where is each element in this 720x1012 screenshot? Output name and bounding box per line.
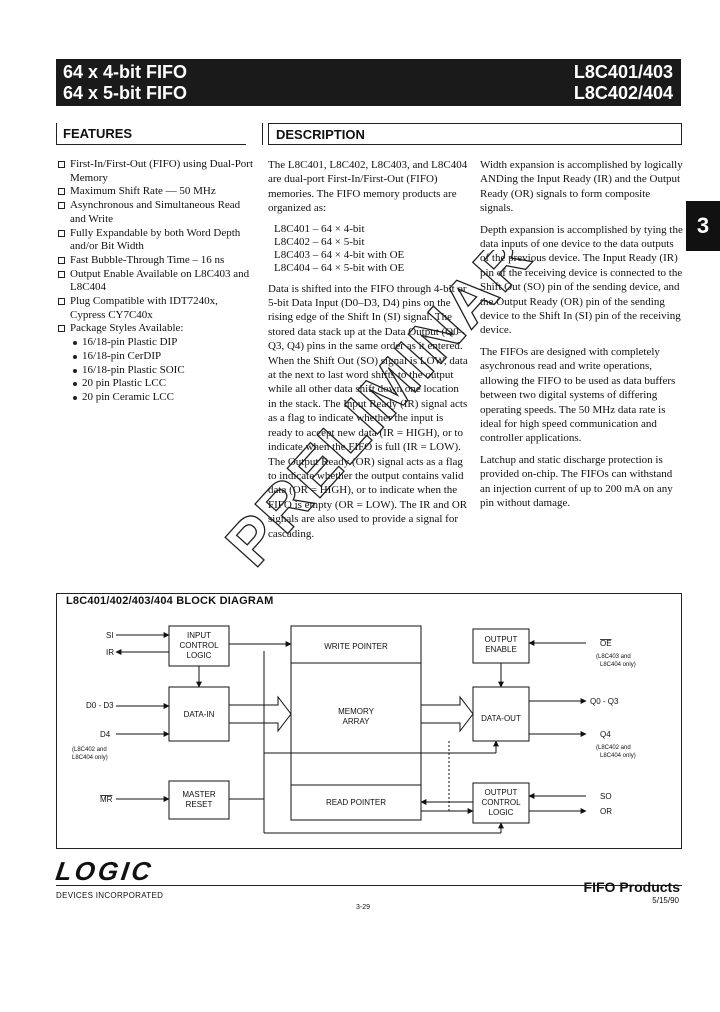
input-control-label-3: LOGIC (187, 651, 212, 660)
title-bar: 64 x 4-bit FIFO 64 x 5-bit FIFO L8C401/4… (56, 59, 681, 106)
package-item: 20 pin Ceramic LCC (56, 391, 256, 405)
checkbox-bullet-icon (58, 188, 65, 196)
feature-item: Asynchronous and Simultaneous Read and W… (56, 199, 256, 226)
memory-array-label-1: MEMORY (338, 707, 375, 716)
page-number: 3-29 (356, 904, 371, 911)
description-column-1: The L8C401, L8C402, L8C403, and L8C404 a… (268, 158, 468, 548)
checkbox-bullet-icon (58, 256, 65, 264)
checkbox-bullet-icon (58, 202, 65, 210)
title-left-line-2: 64 x 5-bit FIFO (63, 83, 188, 103)
array-to-data-out-arrow (420, 695, 474, 733)
feature-item: Package Styles Available: (56, 322, 256, 336)
description-column-2: Width expansion is accomplished by logic… (480, 158, 685, 517)
d4-note-1: (L8C402 and (72, 747, 107, 753)
feature-item: Fast Bubble-Through Time – 16 ns (56, 254, 256, 268)
package-item: 20 pin Plastic LCC (56, 377, 256, 391)
feature-item: Plug Compatible with IDT7240x, Cypress C… (56, 295, 256, 322)
input-control-label-2: CONTROL (179, 641, 219, 650)
description-operation: Data is shifted into the FIFO through 4-… (268, 282, 468, 540)
footer-rule (56, 885, 682, 886)
title-right-line-2: L8C402/404 (573, 83, 673, 103)
title-right: L8C401/403 L8C402/404 (574, 62, 673, 104)
oe-label: OE (600, 639, 612, 648)
data-in-label: DATA-IN (184, 710, 215, 719)
feature-item: Maximum Shift Rate — 50 MHz (56, 185, 256, 199)
checkbox-bullet-icon (58, 270, 65, 278)
description-async: The FIFOs are designed with completely a… (480, 345, 676, 445)
d4-note-2: L8C404 only) (72, 755, 108, 761)
oe-note-2: L8C404 only) (600, 662, 636, 668)
q4-label: Q4 (600, 730, 611, 739)
bullet-dot-icon (73, 341, 77, 346)
heading-divider (262, 123, 263, 145)
memory-array-label-2: ARRAY (343, 717, 371, 726)
d4-label: D4 (100, 730, 111, 739)
part-number-item: L8C401 – 64 × 4-bit (274, 222, 365, 235)
section-tab: 3 (686, 201, 720, 251)
package-item: 16/18-pin CerDIP (56, 350, 256, 364)
description-intro: The L8C401, L8C402, L8C403, and L8C404 a… (268, 159, 468, 215)
package-item: 16/18-pin Plastic DIP (56, 336, 256, 350)
master-reset-label-2: RESET (186, 800, 213, 809)
description-protection: Latchup and static discharge protection … (480, 453, 673, 509)
data-out-label: DATA-OUT (481, 714, 521, 723)
master-reset-label-1: MASTER (182, 790, 216, 799)
product-line-label: FIFO Products (583, 879, 680, 895)
write-pointer-label: WRITE POINTER (324, 642, 388, 651)
title-left: 64 x 4-bit FIFO 64 x 5-bit FIFO (63, 62, 187, 104)
description-heading: DESCRIPTION (268, 123, 682, 145)
mr-label: MR (100, 795, 113, 804)
part-number-item: L8C404 – 64 × 5-bit with OE (274, 261, 405, 274)
title-left-line-1: 64 x 4-bit FIFO (63, 62, 188, 82)
input-control-label-1: INPUT (187, 631, 211, 640)
output-enable-label-2: ENABLE (485, 645, 517, 654)
output-enable-label-1: OUTPUT (485, 635, 518, 644)
bullet-dot-icon (73, 368, 77, 373)
package-item: 16/18-pin Plastic SOIC (56, 364, 256, 378)
ir-label: IR (106, 648, 114, 657)
d-in-label: D0 - D3 (86, 701, 114, 710)
bullet-dot-icon (73, 395, 77, 400)
q4-note-2: L8C404 only) (600, 753, 636, 759)
part-number-item: L8C402 – 64 × 5-bit (274, 235, 365, 248)
or-label: OR (600, 807, 612, 816)
q-out-label: Q0 - Q3 (590, 697, 619, 706)
features-heading: FEATURES (56, 123, 246, 145)
block-diagram-title: L8C401/402/403/404 BLOCK DIAGRAM (66, 595, 274, 607)
bullet-dot-icon (73, 382, 77, 387)
output-control-label-3: LOGIC (489, 808, 514, 817)
output-control-label-2: CONTROL (481, 798, 521, 807)
description-depth-expansion: Depth expansion is accomplished by tying… (480, 223, 683, 337)
checkbox-bullet-icon (58, 298, 65, 306)
description-width-expansion: Width expansion is accomplished by logic… (480, 159, 683, 215)
logo-subtitle: DEVICES INCORPORATED (56, 891, 164, 900)
oe-note-1: (L8C403 and (596, 654, 631, 660)
data-in-to-array-arrow (228, 695, 292, 733)
read-pointer-label: READ POINTER (326, 798, 386, 807)
so-label: SO (600, 792, 612, 801)
part-number-list: L8C401 – 64 × 4-bit L8C402 – 64 × 5-bit … (274, 223, 468, 275)
checkbox-bullet-icon (58, 325, 65, 333)
revision-date: 5/15/90 (652, 896, 679, 905)
q4-note-1: (L8C402 and (596, 745, 631, 751)
block-diagram-frame (56, 593, 682, 849)
feature-item: First-In/First-Out (FIFO) using Dual-Por… (56, 158, 256, 185)
checkbox-bullet-icon (58, 161, 65, 168)
output-control-label-1: OUTPUT (485, 788, 518, 797)
feature-item: Fully Expandable by both Word Depth and/… (56, 227, 256, 254)
logic-logo: LOGIC (53, 856, 156, 886)
features-list: First-In/First-Out (FIFO) using Dual-Por… (56, 158, 256, 405)
feature-item: Output Enable Available on L8C403 and L8… (56, 268, 256, 295)
bullet-dot-icon (73, 354, 77, 359)
part-number-item: L8C403 – 64 × 4-bit with OE (274, 248, 405, 261)
checkbox-bullet-icon (58, 229, 65, 237)
block-diagram: INPUT CONTROL LOGIC DATA-IN MASTER RESET… (72, 625, 636, 834)
title-right-line-1: L8C401/403 (573, 62, 673, 82)
si-label: SI (106, 631, 114, 640)
